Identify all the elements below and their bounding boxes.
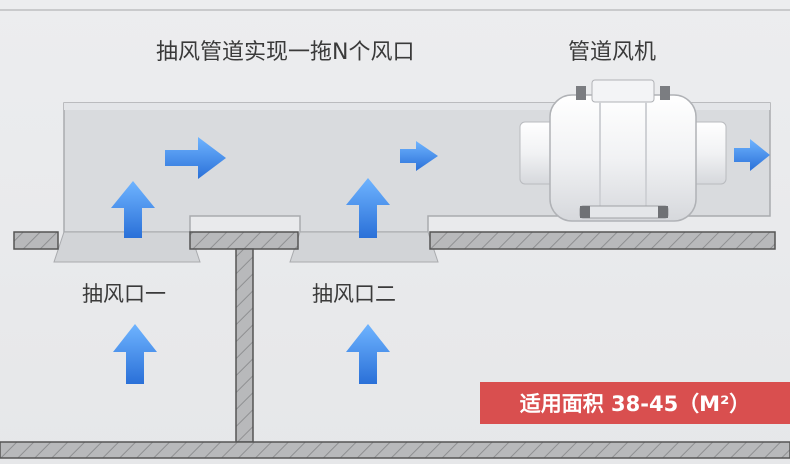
- intake-nozzle-1: [53, 231, 201, 263]
- ceiling-slab: [13, 231, 776, 250]
- area-badge: 适用面积 38-45（M²）: [480, 382, 790, 424]
- partition-wall: [235, 248, 254, 443]
- arrow-right-duct-2: [400, 141, 438, 171]
- arrow-up-below-2: [346, 324, 390, 384]
- floor-slab: [0, 441, 790, 459]
- arrow-up-intake-2: [346, 178, 390, 238]
- diagram-title: 抽风管道实现一拖N个风口: [156, 40, 415, 65]
- intake-nozzle-2: [289, 231, 439, 263]
- arrow-right-duct-1: [165, 137, 226, 179]
- arrow-up-intake-1: [111, 181, 155, 238]
- arrow-up-below-1: [113, 324, 157, 384]
- duct-fan-label: 管道风机: [568, 40, 657, 65]
- arrow-right-exhaust: [734, 139, 770, 171]
- intake-2-label: 抽风口二: [312, 282, 396, 306]
- intake-1-label: 抽风口一: [82, 282, 166, 306]
- duct-fan: [519, 79, 727, 222]
